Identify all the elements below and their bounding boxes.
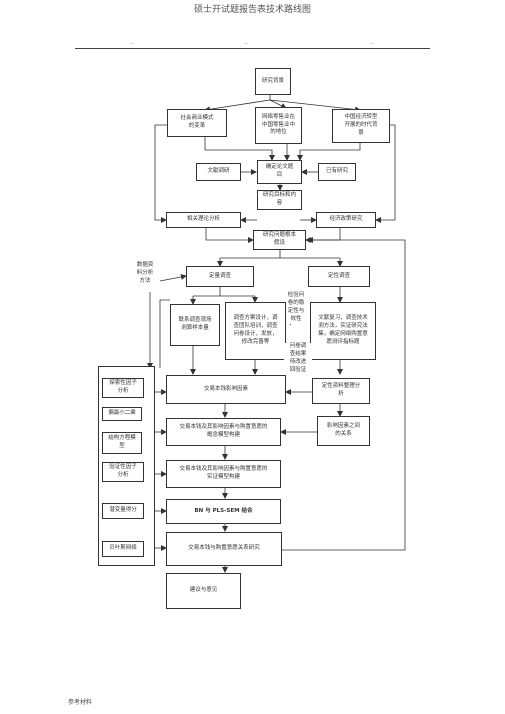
literature-review-box: 文献调研 — [196, 163, 241, 181]
bn-pls-sem-box: BN 与 PLS-SEM 结合 — [166, 499, 281, 524]
data-analysis-method-note: 数据资 料分析 方法 — [130, 262, 160, 286]
research-hypothesis-box: 研究问题根本 假设 — [253, 230, 306, 250]
qualitative-survey-box: 定性调查 — [308, 266, 370, 287]
factor-analysis-box: 探索性因子 分析 — [102, 378, 144, 398]
conceptual-model-box: 交易本钱及其影响因素与购置意愿的 概念模型构建 — [166, 418, 281, 446]
theory-analysis-box: 相关理论分析 — [166, 212, 241, 228]
policy-research-box: 经济政策研究 — [316, 212, 376, 228]
research-topic-box: 确定论文题 目 — [257, 160, 302, 184]
header-dots-center: .. — [244, 39, 248, 46]
least-squares-box: 偏最小二乘 — [102, 407, 142, 421]
confirmatory-factor-box: 验证性因子 分析 — [102, 462, 144, 482]
empirical-model-box: 交易本钱及其影响因素与购置意愿的 实证模型构建 — [166, 460, 281, 488]
social-change-box: 社会商业模式 的变革 — [167, 109, 227, 137]
research-goals-box: 研究目标和内 容 — [257, 190, 302, 210]
suggestions-box: 建议与意见 — [166, 573, 241, 609]
questionnaire-design-box: 调查方案设计，调 查团队培训，调查 问卷设计，发放， 修改完善等 — [225, 302, 286, 360]
relation-study-box: 交易本钱与购置意愿关系研究 — [166, 532, 282, 566]
relationship-box: 影响因素之间 的关系 — [317, 416, 370, 446]
header-dots-right: .. — [370, 39, 374, 46]
latent-variable-box: 潜变量得分 — [102, 503, 144, 519]
era-context-box: 中国经济转型 开展的时代背 景 — [332, 109, 390, 143]
header-rule — [75, 48, 430, 49]
research-background-box: 研究背景 — [255, 68, 291, 95]
existing-research-box: 已有研究 — [318, 163, 356, 181]
quantitative-survey-box: 定量调查 — [186, 266, 254, 287]
feedback-revision-note: 问卷调 查结果 待改进 回验证 — [284, 343, 312, 375]
qualitative-data-analysis-box: 定性资料整理分 析 — [312, 378, 370, 404]
interview-sampling-box: 联系调查观场 测算样本量 — [170, 304, 220, 346]
validity-check-note: 检验问 卷的稳 定性与 效性 — [282, 292, 310, 324]
sem-box: 结构方程模 型 — [102, 432, 142, 454]
literature-method-box: 文献复习，调查技术 测方法，实证研究法 集，确定网络购置意 愿测评指标题 — [310, 302, 376, 360]
online-retail-box: 网络零售业在 中国零售业中 的地位 — [255, 107, 302, 144]
page-title: 硕士开试题报告表技术路线图 — [193, 5, 311, 15]
cost-factors-box: 交易本钱影响因素 — [166, 375, 286, 404]
header-dots-left: .. — [130, 39, 134, 46]
footer-note: 参考材料 — [68, 699, 93, 706]
bayesian-network-box: 贝叶斯网络 — [102, 541, 144, 557]
